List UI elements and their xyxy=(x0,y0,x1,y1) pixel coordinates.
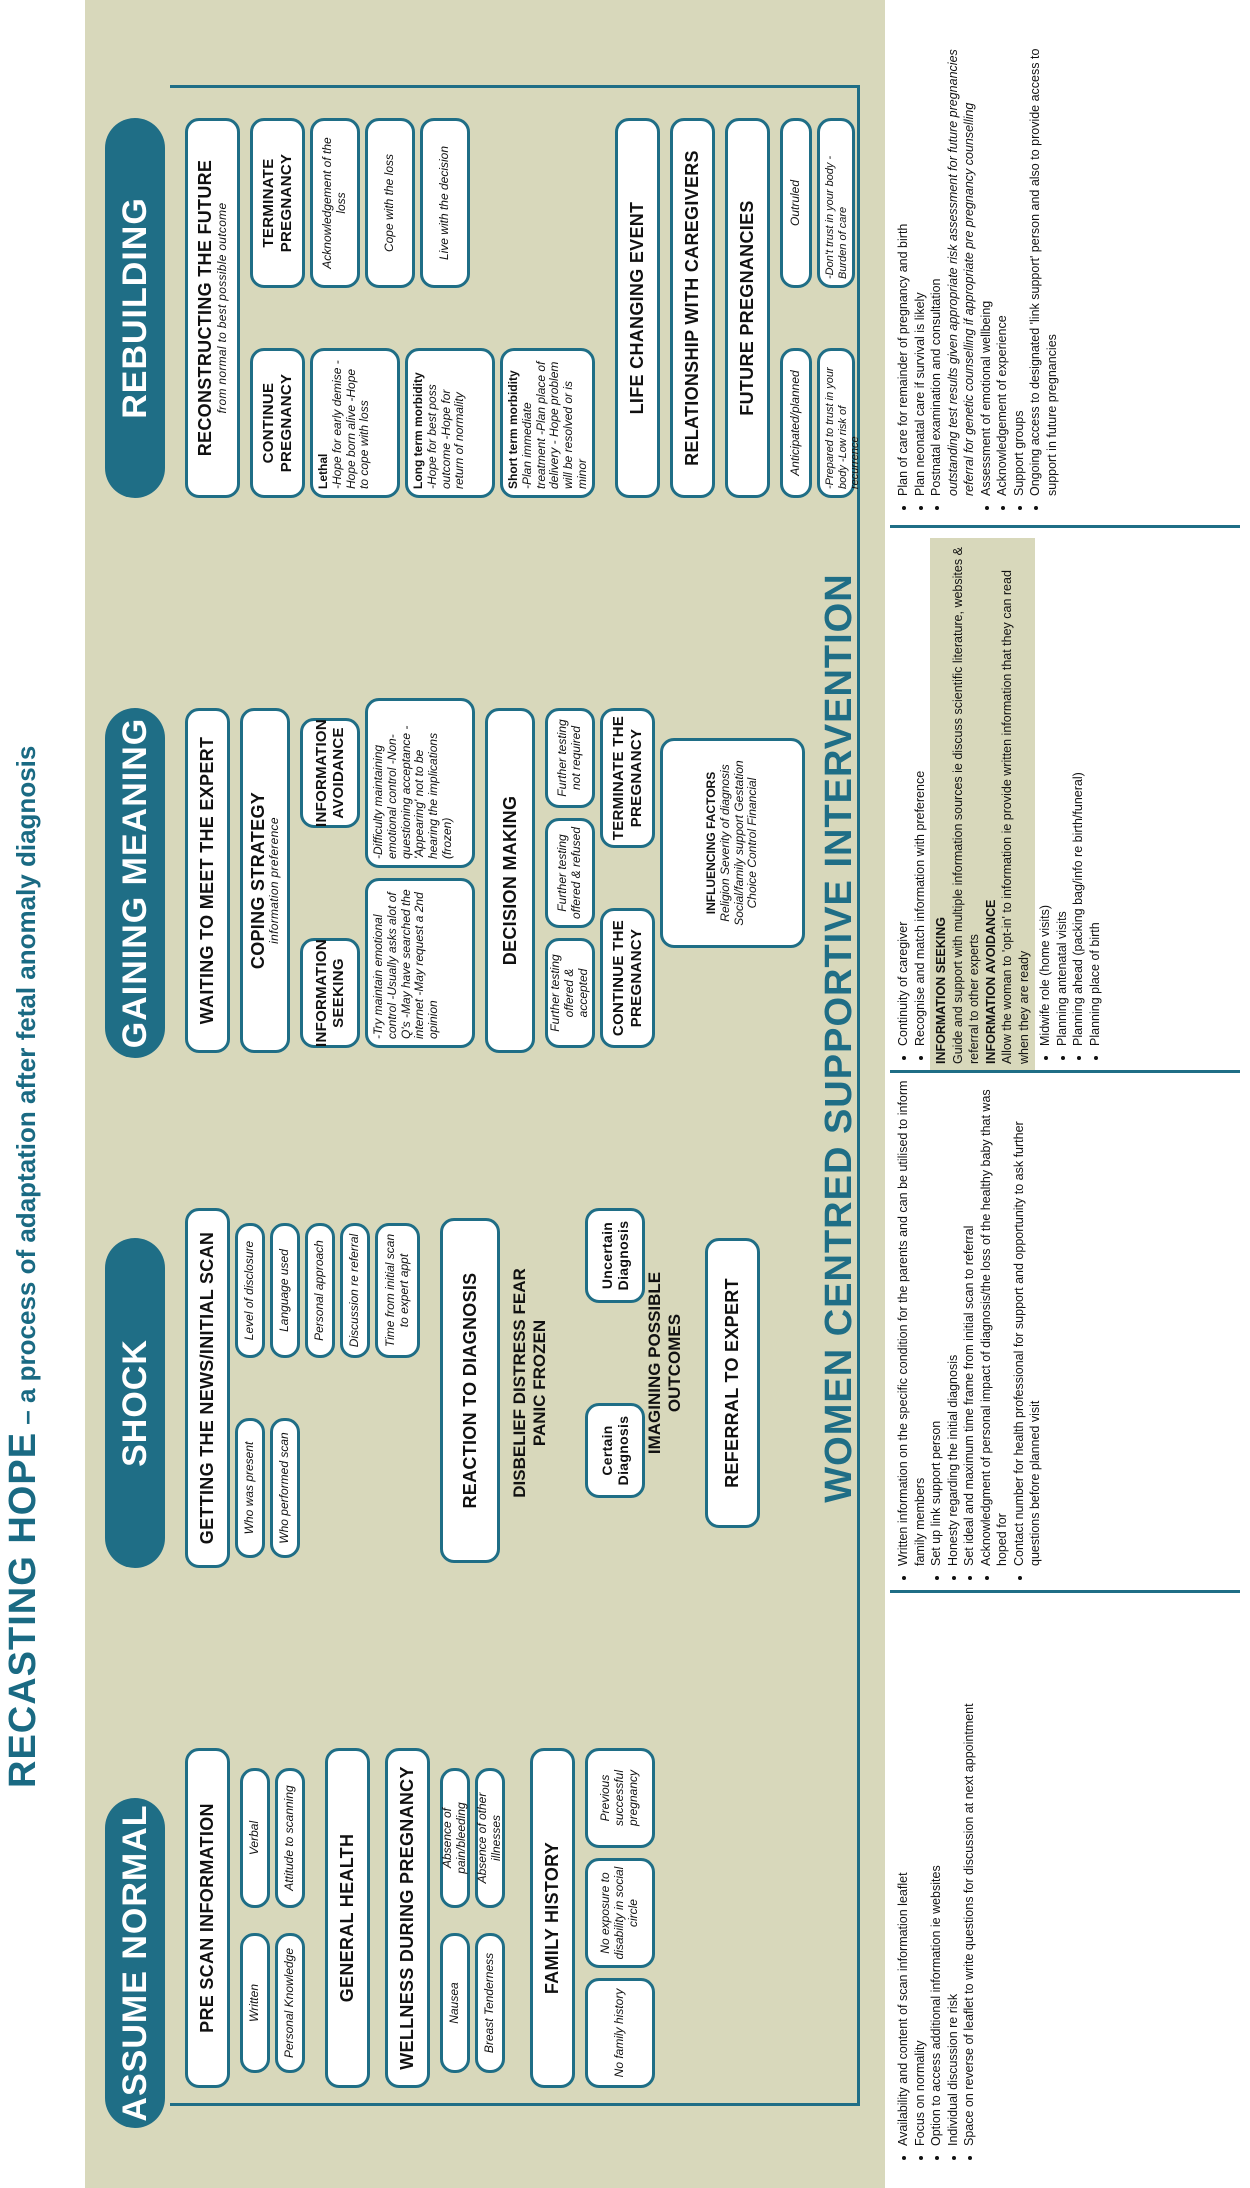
family-history-box: FAMILY HISTORY xyxy=(530,1748,575,2088)
continue-pregnancy-rebuild-box: CONTINUE PREGNANCY xyxy=(250,348,305,498)
women-centred-heading: WOMEN CENTRED SUPPORTIVE INTERVENTION xyxy=(818,573,860,1503)
personal-knowledge-box: Personal Knowledge xyxy=(275,1933,305,2073)
information-seeking-box: INFORMATION SEEKING xyxy=(300,938,360,1048)
absence-illness-box: Absence of other illnesses xyxy=(475,1768,505,1908)
lethal-box: Lethal -Hope for early demise -Hope born… xyxy=(310,348,400,498)
referral-to-expert-box: REFERRAL TO EXPERT xyxy=(705,1238,760,1528)
no-family-history-box: No family history xyxy=(585,1978,655,2088)
time-to-expert-box: Time from initial scan to expert appt xyxy=(375,1223,420,1358)
column-separator xyxy=(890,525,1240,528)
left-frame-line xyxy=(170,2103,860,2106)
intervention-column-shock: Written information on the specific cond… xyxy=(895,1078,1044,1578)
intervention-column-assume: Availability and content of scan informa… xyxy=(895,1598,978,2158)
cope-with-loss-box: Cope with the loss xyxy=(365,118,415,288)
short-term-morbidity-box: Short term morbidity -Plan immediate tre… xyxy=(500,348,595,498)
general-health-box: GENERAL HEALTH xyxy=(325,1748,370,2088)
disclosure-box: Level of disclosure xyxy=(235,1223,265,1358)
poster-title: RECASTING HOPE – a process of adaptation… xyxy=(2,745,44,1788)
imagining-outcomes-text: IMAGINING POSSIBLE OUTCOMES xyxy=(645,1271,684,1455)
column-separator xyxy=(890,1070,1240,1073)
coping-strategy-box: COPING STRATEGY information preference xyxy=(240,708,290,1053)
live-with-decision-box: Live with the decision xyxy=(420,118,470,288)
stage-shock: SHOCK xyxy=(105,1238,165,1568)
relationship-caregivers-box: RELATIONSHIP WITH CAREGIVERS xyxy=(670,118,715,498)
ft-not-required-box: Further testing not required xyxy=(545,708,595,808)
verbal-box: Verbal xyxy=(240,1768,270,1908)
who-performed-box: Who performed scan xyxy=(270,1418,300,1558)
outruled-box: Outruled xyxy=(780,118,812,288)
certain-diagnosis-box: Certain Diagnosis xyxy=(585,1403,645,1498)
dont-trust-box: -Don't trust in your body -Burden of car… xyxy=(817,118,855,288)
who-present-box: Who was present xyxy=(235,1418,265,1558)
stage-gaining-meaning: GAINING MEANING xyxy=(105,708,165,1058)
information-guidance-highlight: INFORMATION SEEKING Guide and support wi… xyxy=(930,538,1035,1070)
intervention-column-meaning: Continuity of caregiver Recognise and ma… xyxy=(895,538,1103,1070)
ft-refused-box: Further testing offered & refused xyxy=(545,818,595,928)
prepared-trust-box: -Prepared to trust in your body -Low ris… xyxy=(817,348,861,498)
waiting-expert-box: WAITING TO MEET THE EXPERT xyxy=(185,708,230,1053)
ft-accepted-box: Further testing offered & accepted xyxy=(545,938,595,1048)
acknowledgement-loss-box: Acknowledgement of the loss xyxy=(310,118,360,288)
long-term-morbidity-box: Long term morbidity -Hope for best poss … xyxy=(405,348,495,498)
personal-approach-box: Personal approach xyxy=(305,1223,335,1358)
wellness-box: WELLNESS DURING PREGNANCY xyxy=(385,1748,430,2088)
reaction-to-diagnosis-box: REACTION TO DIAGNOSIS xyxy=(440,1218,500,1563)
absence-pain-box: Absence of pain/bleeding xyxy=(440,1768,470,1908)
decision-making-box: DECISION MAKING xyxy=(485,708,535,1053)
pre-scan-information-box: PRE SCAN INFORMATION xyxy=(185,1748,230,2088)
information-avoidance-box: INFORMATION AVOIDANCE xyxy=(300,718,360,828)
life-changing-event-box: LIFE CHANGING EVENT xyxy=(615,118,660,498)
right-frame-line xyxy=(170,85,860,88)
nausea-box: Nausea xyxy=(440,1933,470,2073)
emotions-text: DISBELIEF DISTRESS FEAR PANIC FROZEN xyxy=(510,1268,549,1498)
previous-pregnancy-box: Previous successful pregnancy xyxy=(585,1748,655,1848)
influencing-factors-box: INFLUENCING FACTORS Religion Severity of… xyxy=(660,738,805,948)
breast-tenderness-box: Breast Tenderness xyxy=(475,1933,505,2073)
continue-pregnancy-box: CONTINUE THE PREGNANCY xyxy=(600,908,655,1048)
terminate-pregnancy-box: TERMINATE THE PREGNANCY xyxy=(600,708,655,848)
getting-the-news-box: GETTING THE NEWS/INITIAL SCAN xyxy=(185,1208,230,1568)
discussion-referral-box: Discussion re referral xyxy=(340,1223,370,1358)
uncertain-diagnosis-box: Uncertain Diagnosis xyxy=(585,1208,645,1303)
written-box: Written xyxy=(240,1933,270,2073)
column-separator xyxy=(890,1590,1240,1593)
seeking-traits-list: -Try maintain emotional control -Usually… xyxy=(365,878,475,1048)
stage-assume-normal: ASSUME NORMAL xyxy=(105,1798,165,2128)
stage-rebuilding: REBUILDING xyxy=(105,118,165,498)
anticipated-box: Anticipated/planned xyxy=(780,348,812,498)
reconstructing-future-box: RECONSTRUCTING THE FUTURE from normal to… xyxy=(185,118,240,498)
diagram-panel: ASSUME NORMAL SHOCK GAINING MEANING REBU… xyxy=(85,0,885,2188)
avoidance-traits-list: -Difficulty maintaining emotional contro… xyxy=(365,698,475,868)
terminate-pregnancy-rebuild-box: TERMINATE PREGNANCY xyxy=(250,118,305,288)
language-box: Language used xyxy=(270,1223,300,1358)
future-pregnancies-box: FUTURE PREGNANCIES xyxy=(725,118,770,498)
no-exposure-box: No exposure to disability in social circ… xyxy=(585,1858,655,1968)
intervention-column-rebuilding: Plan of care for remainder of pregnancy … xyxy=(895,18,1060,508)
attitude-box: Attitude to scanning xyxy=(275,1768,305,1908)
